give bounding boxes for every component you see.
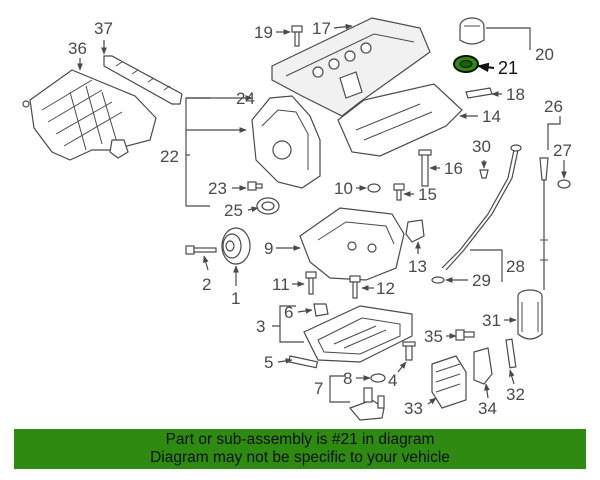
oil-pan	[303, 305, 413, 363]
callout-25: 25	[224, 201, 243, 220]
oil-cooler-33	[431, 355, 467, 409]
bolt-35	[455, 329, 475, 341]
banner-line-2: Diagram may not be specific to your vehi…	[150, 449, 450, 466]
callout-34: 34	[478, 399, 497, 418]
callout-5: 5	[264, 353, 273, 372]
timing-cover	[251, 95, 321, 189]
callout-26: 26	[544, 97, 563, 116]
pickup-7	[348, 387, 385, 421]
sensor-6	[313, 303, 329, 317]
callout-24: 24	[236, 89, 255, 108]
banner-line-1: Part or sub-assembly is #21 in diagram	[165, 431, 435, 448]
callout-23: 23	[208, 179, 227, 198]
callout-27: 27	[553, 141, 572, 160]
ring-8	[370, 373, 386, 383]
callout-10: 10	[334, 179, 353, 198]
valve-cover	[271, 17, 431, 117]
bolt-23	[247, 181, 263, 191]
callout-33: 33	[404, 399, 423, 418]
bracket-34	[473, 347, 493, 385]
callout-11: 11	[272, 275, 290, 294]
cap-seal-highlighted	[453, 55, 479, 73]
callout-14: 14	[482, 107, 501, 126]
callout-3: 3	[256, 317, 265, 336]
callout-6: 6	[284, 303, 293, 322]
bolt-15	[393, 183, 405, 201]
callout-8: 8	[343, 369, 352, 388]
upper-oil-pan	[299, 207, 405, 281]
ring-27	[557, 179, 571, 189]
bolt-11	[305, 271, 317, 295]
gasket-10	[367, 183, 381, 193]
manifold-gasket	[103, 55, 183, 105]
callout-29: 29	[472, 271, 491, 290]
stud-4	[402, 341, 416, 361]
callout-30: 30	[472, 137, 491, 156]
callout-4: 4	[388, 371, 397, 390]
callout-37: 37	[94, 19, 113, 38]
crank-pulley	[221, 227, 251, 265]
dipstick-26	[539, 157, 549, 290]
callout-22: 22	[160, 147, 179, 166]
callout-32: 32	[506, 385, 525, 404]
stud-16	[418, 149, 432, 187]
sensor-30	[479, 169, 489, 179]
callout-18: 18	[506, 85, 525, 104]
callout-19: 19	[254, 23, 273, 42]
callout-17: 17	[312, 19, 331, 38]
callout-31: 31	[482, 311, 501, 330]
callout-35: 35	[424, 327, 443, 346]
callout-20: 20	[535, 45, 554, 64]
callout-13: 13	[408, 257, 427, 276]
sensor-13	[405, 219, 425, 243]
intake-manifold	[22, 69, 157, 161]
callout-12: 12	[376, 279, 395, 298]
oil-filter-31	[517, 289, 543, 340]
callout-16: 16	[444, 159, 463, 178]
leader-arrows	[77, 23, 567, 405]
seal-25	[256, 197, 280, 215]
dipstick-tube-28	[431, 144, 522, 284]
callout-1: 1	[231, 289, 240, 308]
bolt-19	[291, 25, 303, 47]
callout-9: 9	[264, 239, 273, 258]
callout-labels: 1 2 3 4 5 6 7 8 9 10 11 12 13 14 15 16 1…	[68, 19, 572, 418]
bolt-2	[185, 245, 217, 255]
bolt-12	[349, 275, 361, 299]
oil-filler-cap	[459, 17, 485, 45]
oil-separator-cover	[337, 83, 463, 157]
callout-28: 28	[506, 257, 525, 276]
callout-21-highlighted: 21	[498, 58, 518, 78]
tube-32	[505, 338, 517, 369]
callout-2: 2	[202, 275, 211, 294]
info-banner: Part or sub-assembly is #21 in diagram D…	[14, 429, 586, 469]
hose-18	[465, 87, 493, 99]
callout-15: 15	[418, 185, 437, 204]
callout-36: 36	[68, 39, 87, 58]
parts-diagram: 1 2 3 4 5 6 7 8 9 10 11 12 13 14 15 16 1…	[22, 17, 572, 421]
bracket-lines	[185, 27, 561, 403]
drain-plug-5	[288, 355, 319, 369]
callout-7: 7	[314, 379, 323, 398]
